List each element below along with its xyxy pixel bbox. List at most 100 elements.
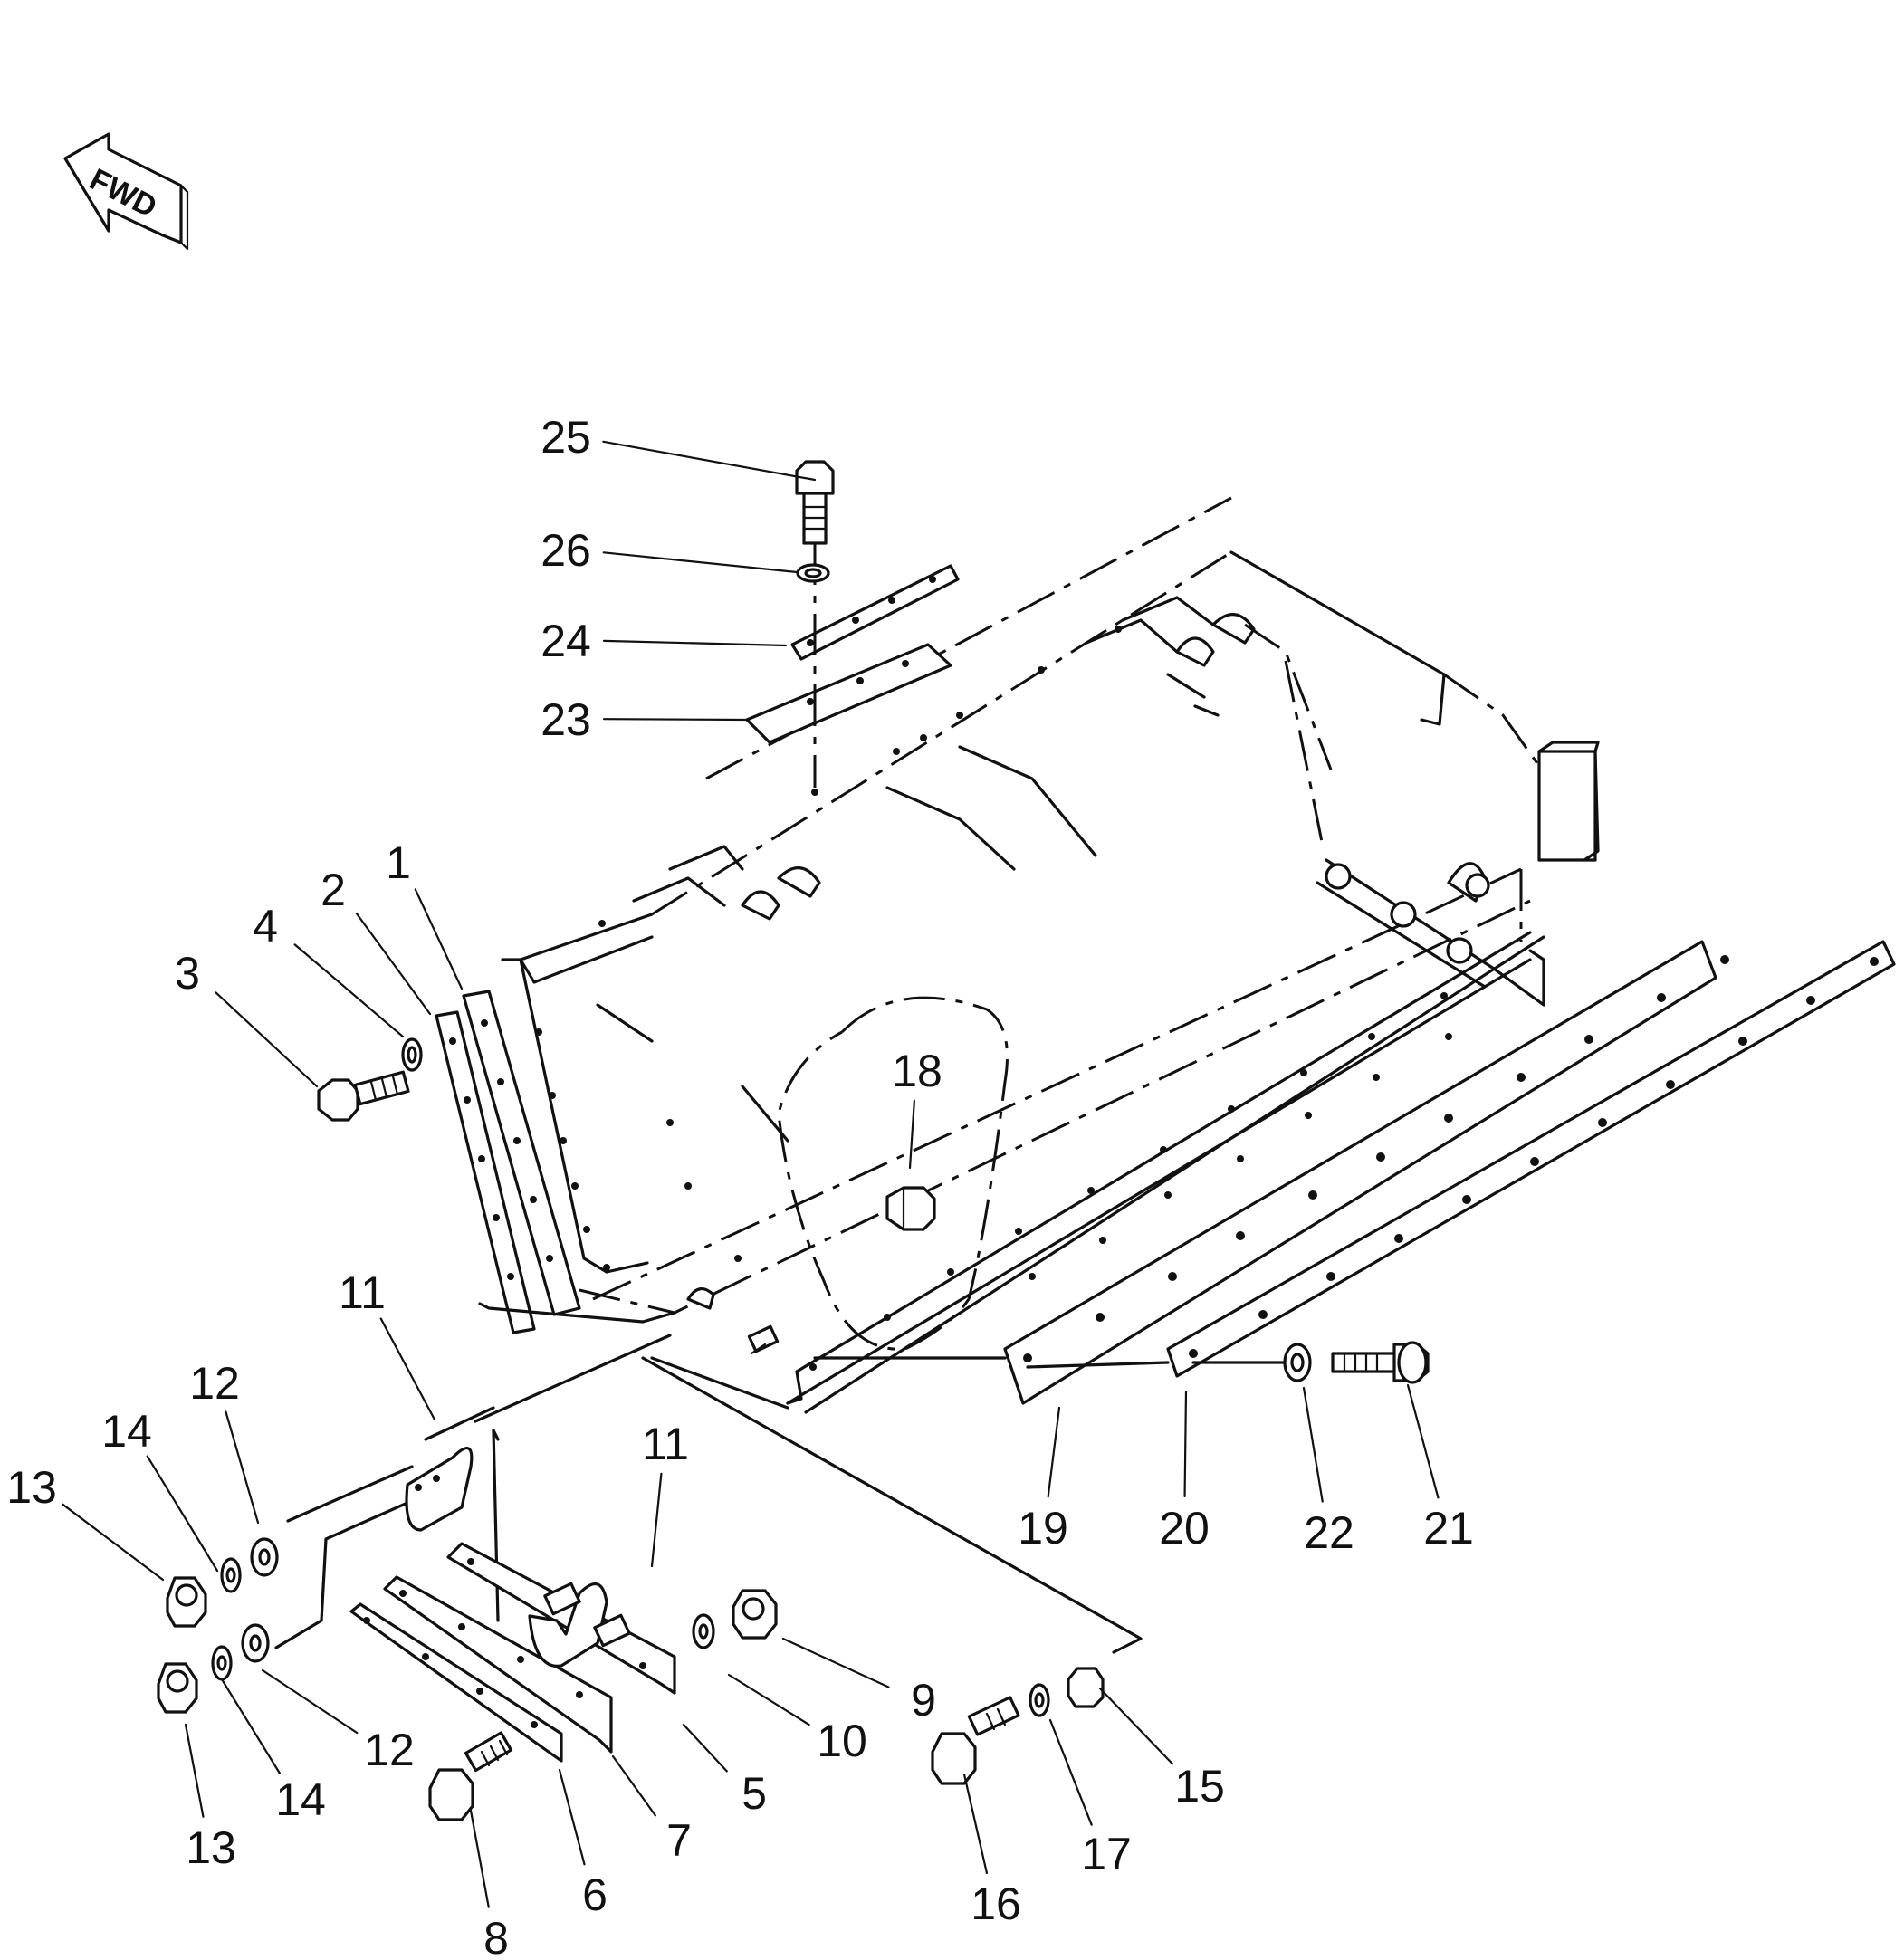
leader-line [611, 1754, 656, 1817]
callout-number: 14 [101, 1406, 152, 1457]
callout-number: 11 [339, 1267, 386, 1318]
assembly-lines [274, 1302, 1143, 1654]
plate-23 [745, 643, 952, 744]
leader-line [293, 943, 405, 1038]
bolt-8-icon [428, 1731, 513, 1821]
plate-7 [383, 1575, 613, 1754]
spring-washer-14-upper-icon [220, 1557, 242, 1593]
leader-line [781, 1637, 890, 1688]
nut-13-upper-icon [166, 1576, 207, 1628]
callout-18: 18 [892, 1046, 942, 1170]
plate-24 [790, 564, 960, 661]
leader-line [602, 639, 788, 647]
callout-13: 13 [184, 1723, 236, 1873]
callout-24: 24 [541, 616, 788, 666]
callout-number: 22 [1304, 1507, 1354, 1558]
callout-25: 25 [541, 412, 817, 482]
callout-4: 4 [253, 901, 405, 1038]
callout-number: 13 [186, 1822, 236, 1873]
callout-12: 12 [261, 1668, 415, 1775]
bolt-25-icon [795, 460, 835, 545]
leader-line [355, 912, 432, 1016]
callout-number: 7 [666, 1815, 692, 1866]
callout-7: 7 [611, 1754, 692, 1866]
leader-line [469, 1809, 490, 1908]
bracket-11-lower-icon [528, 1582, 631, 1668]
callout-12: 12 [189, 1358, 260, 1525]
callout-number: 12 [189, 1358, 240, 1409]
callout-9: 9 [781, 1637, 936, 1726]
callout-number: 21 [1423, 1503, 1474, 1554]
callout-number: 18 [892, 1046, 942, 1096]
callout-16: 16 [962, 1773, 1021, 1929]
callout-number: 11 [642, 1419, 689, 1469]
leader-line [1183, 1390, 1188, 1498]
leader-line [682, 1723, 728, 1773]
callout-number: 25 [541, 412, 591, 463]
callout-26: 26 [541, 525, 799, 576]
callout-number: 3 [175, 948, 200, 999]
callout-number: 14 [275, 1774, 326, 1825]
fwd-arrow-icon: FWD [63, 132, 189, 251]
plate-2 [435, 1010, 536, 1334]
callout-number: 10 [817, 1716, 867, 1766]
callout-3: 3 [175, 948, 319, 1088]
callout-11: 11 [339, 1267, 436, 1421]
washer-22-icon [1283, 1343, 1312, 1382]
callout-number: 6 [582, 1869, 608, 1920]
callout-15: 15 [1098, 1687, 1225, 1812]
callout-20: 20 [1159, 1390, 1210, 1554]
callout-13: 13 [6, 1462, 165, 1582]
plate-20-axis [1026, 1361, 1170, 1369]
callout-number: 24 [541, 616, 591, 666]
frame-body [501, 496, 1600, 1414]
leader-line [602, 551, 799, 574]
leader-line [1406, 1383, 1440, 1499]
callout-10: 10 [727, 1673, 867, 1766]
callout-number: 2 [321, 865, 346, 915]
callout-number: 1 [386, 837, 411, 888]
callout-2: 2 [321, 865, 432, 1016]
leader-line [1048, 1718, 1093, 1826]
plate-19 [1003, 940, 1729, 1405]
leader-line [146, 1455, 219, 1573]
callout-number: 16 [971, 1879, 1021, 1929]
washer-12-upper-icon [250, 1537, 279, 1577]
washer-26-icon [796, 563, 830, 583]
callout-layer: 2526242312431811121413119105761214138161… [6, 412, 1474, 1960]
leader-line [414, 888, 464, 990]
bracket-11-upper-icon [405, 1447, 474, 1532]
callout-number: 4 [253, 901, 278, 951]
leader-line [908, 1099, 915, 1170]
leader-line [602, 440, 817, 482]
leader-line [1302, 1386, 1324, 1503]
plate-1 [462, 990, 581, 1316]
leader-line [184, 1723, 205, 1818]
callout-number: 23 [541, 694, 591, 745]
callout-number: 26 [541, 525, 591, 576]
bolt-21-icon [1331, 1341, 1430, 1384]
bolt-16-icon [931, 1696, 1020, 1785]
leader-line [379, 1317, 436, 1421]
washer-4-icon [401, 1037, 423, 1072]
callout-number: 15 [1174, 1761, 1225, 1812]
leader-line [650, 1472, 663, 1568]
spring-washer-14-lower-icon [211, 1645, 233, 1681]
leader-line [220, 1678, 281, 1774]
callout-11: 11 [642, 1419, 689, 1568]
leader-line [727, 1673, 810, 1726]
leader-line [602, 718, 749, 722]
callout-6: 6 [558, 1768, 608, 1920]
plate-6 [349, 1602, 563, 1763]
callout-19: 19 [1018, 1406, 1068, 1554]
washer-17-icon [1029, 1683, 1050, 1717]
nut-15-icon [1067, 1667, 1105, 1708]
callout-14: 14 [101, 1406, 219, 1573]
nut-9-icon [732, 1589, 778, 1640]
callout-14: 14 [220, 1678, 326, 1825]
leader-line [215, 991, 319, 1088]
callout-21: 21 [1406, 1383, 1474, 1554]
callout-number: 13 [6, 1462, 57, 1513]
nut-13-lower-icon [157, 1662, 198, 1714]
